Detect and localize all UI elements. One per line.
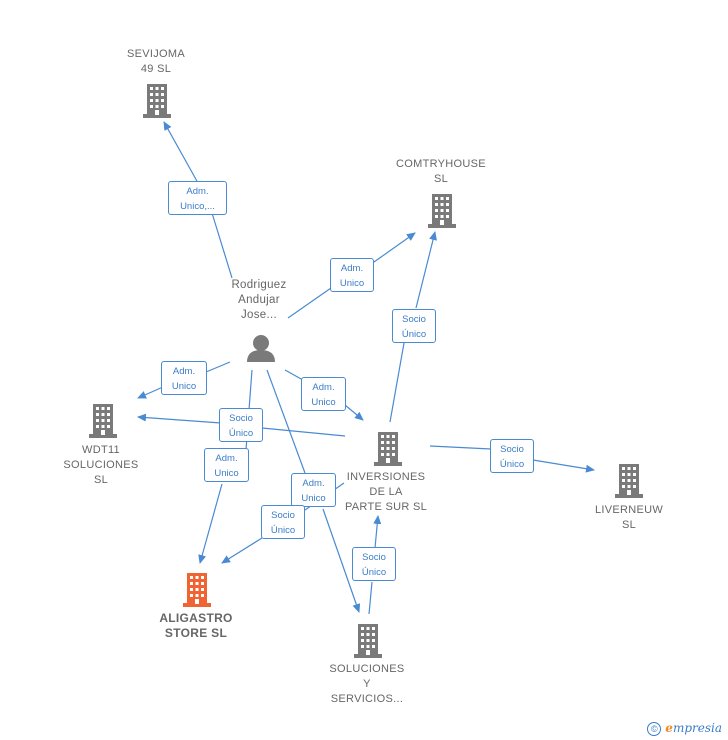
edge-line-person-inversiones	[284, 369, 363, 420]
building-icon	[428, 194, 456, 228]
person-icon	[247, 335, 275, 362]
edge-line-soluciones-inversiones	[369, 516, 378, 615]
node-label-aligastro[interactable]: ALIGASTRO STORE SL	[159, 611, 233, 640]
building-icon	[354, 624, 382, 658]
node-label-person[interactable]: Rodriguez Andujar Jose...	[231, 279, 287, 321]
node-label-inversiones[interactable]: INVERSIONES DE LA PARTE SUR SL	[344, 471, 428, 513]
building-icon	[374, 432, 402, 466]
node-label-liverneuw[interactable]: LIVERNEUW SL	[594, 504, 664, 531]
node-label-wdt11[interactable]: WDT11 SOLUCIONES SL	[63, 444, 139, 486]
edge-line-person-sevijoma	[164, 122, 233, 279]
edge-lines	[138, 122, 594, 614]
node-label-sevijoma[interactable]: SEVIJOMA 49 SL	[126, 48, 186, 75]
edge-label-adm-unico: Adm. Unico	[161, 361, 207, 395]
node-label-comtryhouse[interactable]: COMTRYHOUSE SL	[396, 158, 486, 185]
edge-line-inversiones-liverneuw	[429, 445, 594, 470]
building-icon	[143, 84, 171, 118]
edge-label-socio-unico: Socio Único	[392, 309, 436, 343]
brand-logo: empresia	[665, 721, 722, 735]
edge-line-person-comtryhouse	[287, 233, 415, 319]
edge-label-adm-unico: Adm. Unico	[330, 258, 374, 292]
edge-line-inversiones-wdt11	[138, 417, 346, 437]
edge-line-inversiones-comtryhouse	[389, 232, 435, 423]
building-icon	[89, 404, 117, 438]
edge-label-adm-unico: Adm. Unico	[291, 473, 336, 507]
edge-label-socio-unico: Socio Único	[352, 547, 396, 581]
building-icon	[615, 464, 643, 498]
edge-label-socio-unico: Socio Único	[490, 439, 534, 473]
edge-label-adm-unico: Adm. Unico,...	[168, 181, 227, 215]
node-label-soluciones[interactable]: SOLUCIONES Y SERVICIOS...	[329, 663, 405, 705]
edge-label-adm-unico: Adm. Unico	[301, 377, 346, 411]
edge-line-person-soluciones	[266, 369, 359, 612]
edge-label-socio-unico: Socio Único	[261, 505, 305, 539]
building-icon	[183, 573, 211, 607]
edge-label-adm-unico: Adm. Unico	[204, 448, 249, 482]
copyright-icon: ©	[647, 722, 662, 736]
edge-line-person-wdt11	[138, 361, 231, 398]
edge-label-socio-unico: Socio Único	[219, 408, 263, 442]
empresia-watermark[interactable]: ©empresia	[647, 721, 722, 736]
